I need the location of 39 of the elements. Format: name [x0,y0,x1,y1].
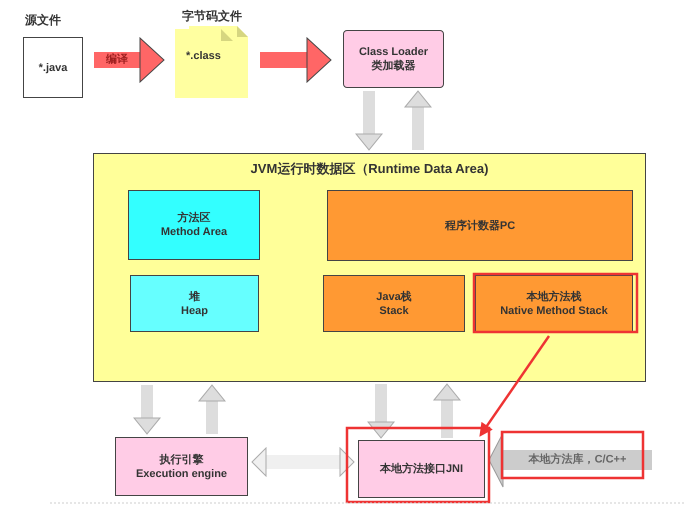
double-arrow [252,448,354,476]
block-arrow [434,384,460,438]
block-arrow [404,90,432,150]
memory-area-box [327,190,633,261]
panel-title: JVM运行时数据区（Runtime Data Area) [250,160,490,178]
memory-area-box [128,190,260,260]
interface-box [358,440,485,498]
file-heading: 源文件 [25,12,61,29]
block-arrow [368,384,394,438]
box-title: 本地方法接口JNI [380,462,464,476]
runtime-area-panel [93,153,646,382]
box-title: 本地方法栈 [526,290,582,304]
engine-box [115,437,248,496]
box-title: 堆 [189,290,200,304]
file-name: *.java [38,60,68,74]
arrow [479,335,550,436]
box-title: 执行引擎 [160,452,204,466]
box-subtitle: Execution engine [136,466,228,480]
edge-label: 本地方法库，C/C++ [526,452,628,468]
box-title: 方法区 [178,211,210,225]
memory-area-box [323,275,465,332]
box-subtitle: Method Area [160,225,228,239]
block-arrow [134,385,160,434]
edge-label: 编译 [104,52,130,68]
box-subtitle: Heap [181,304,208,318]
block-arrow [260,38,332,82]
file-name: *.class [186,50,221,62]
block-arrow [198,384,226,434]
class-loader-box [343,30,444,88]
memory-area-box [130,275,259,332]
block-arrow [356,91,382,150]
block-arrow [94,38,164,82]
box-subtitle: 类加载器 [372,59,416,73]
box-subtitle: Native Method Stack [500,304,608,318]
box-title: Class Loader [358,45,428,59]
file-heading: 字节码文件 [181,8,243,25]
box-subtitle: Stack [379,304,409,318]
box-title: 程序计数器PC [444,218,516,232]
box-title: Java栈 [376,290,412,304]
